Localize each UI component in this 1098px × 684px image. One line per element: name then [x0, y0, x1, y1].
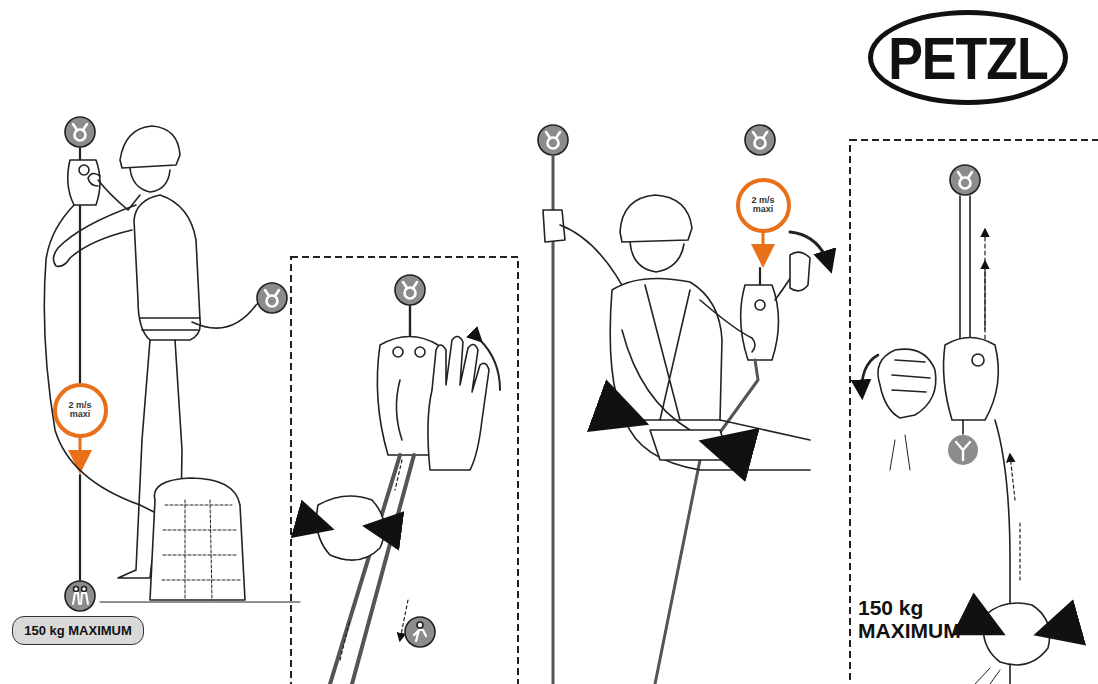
middle-scene	[610, 278, 722, 420]
detail-descender	[409, 306, 411, 335]
detail-ascent	[984, 262, 985, 330]
left-scene	[79, 475, 81, 580]
detail-descender	[480, 340, 500, 390]
left-scene	[120, 126, 180, 168]
middle-scene	[630, 242, 684, 272]
brand-logo: PETZL	[888, 28, 1048, 88]
middle-scene	[790, 252, 810, 291]
left-scene	[257, 283, 287, 313]
detail-ascent	[962, 420, 964, 434]
detail-ascent	[890, 435, 910, 470]
middle-scene	[538, 125, 830, 684]
left-scene	[44, 117, 300, 611]
load-limit: 150 kg MAXIMUM	[24, 623, 132, 638]
detail-ascent	[956, 442, 970, 460]
left-scene	[53, 205, 136, 266]
left-scene	[150, 478, 245, 600]
middle-scene	[712, 444, 742, 452]
left-scene	[140, 318, 200, 330]
detail-ascent	[1045, 625, 1070, 632]
detail-descender	[395, 460, 408, 640]
middle-scene	[745, 125, 775, 155]
detail-descender	[300, 275, 500, 684]
detail-ascent	[950, 165, 980, 195]
left-scene	[65, 581, 95, 611]
middle-scene	[762, 229, 765, 262]
middle-scene	[700, 300, 755, 352]
speed-limit-badge: 2 m/s maxi	[53, 383, 108, 438]
load-limit-label: 150 kg MAXIMUM	[858, 596, 970, 642]
middle-scene	[603, 408, 636, 420]
detail-ascent	[960, 196, 970, 350]
left-scene	[100, 602, 300, 603]
logo-badge: PETZL	[868, 10, 1068, 105]
detail-ascent	[944, 338, 999, 421]
detail-descender	[405, 617, 435, 647]
detail-descender	[393, 347, 403, 357]
detail-frame	[850, 140, 1098, 684]
middle-scene	[755, 300, 765, 310]
left-scene	[79, 165, 89, 175]
detail-ascent	[878, 349, 936, 418]
detail-ascent	[972, 354, 984, 366]
detail-ascent	[862, 355, 878, 395]
middle-scene	[741, 285, 779, 360]
detail-ascent	[975, 668, 1000, 684]
detail-descender	[428, 336, 489, 470]
left-scene	[134, 195, 200, 340]
detail-ascent	[983, 603, 1049, 665]
detail-descender	[396, 380, 402, 440]
left-scene	[130, 168, 170, 192]
detail-ascent	[975, 620, 995, 630]
detail-frame	[291, 257, 518, 684]
detail-descender	[330, 455, 414, 684]
left-scene	[162, 500, 240, 600]
left-scene	[79, 436, 82, 468]
load-limit-box: 150 kg MAXIMUM	[12, 616, 144, 645]
speed-limit: 2 m/s maxi	[63, 401, 97, 420]
detail-descender	[415, 347, 425, 357]
left-scene	[192, 300, 262, 328]
detail-ascent	[948, 435, 978, 465]
middle-scene	[625, 420, 810, 470]
speed-limit: 2 m/s maxi	[746, 196, 780, 215]
middle-scene	[620, 195, 692, 242]
detail-descender	[372, 527, 395, 530]
middle-scene	[645, 285, 690, 420]
detail-descender	[300, 520, 325, 527]
detail-descender	[395, 275, 425, 305]
left-scene	[68, 160, 100, 205]
middle-scene	[759, 268, 761, 285]
left-scene	[65, 117, 95, 147]
speed-limit-badge: 2 m/s maxi	[736, 178, 791, 233]
left-scene	[88, 173, 140, 210]
middle-scene	[790, 232, 830, 268]
detail-ascent	[892, 360, 930, 392]
middle-scene	[538, 125, 568, 155]
